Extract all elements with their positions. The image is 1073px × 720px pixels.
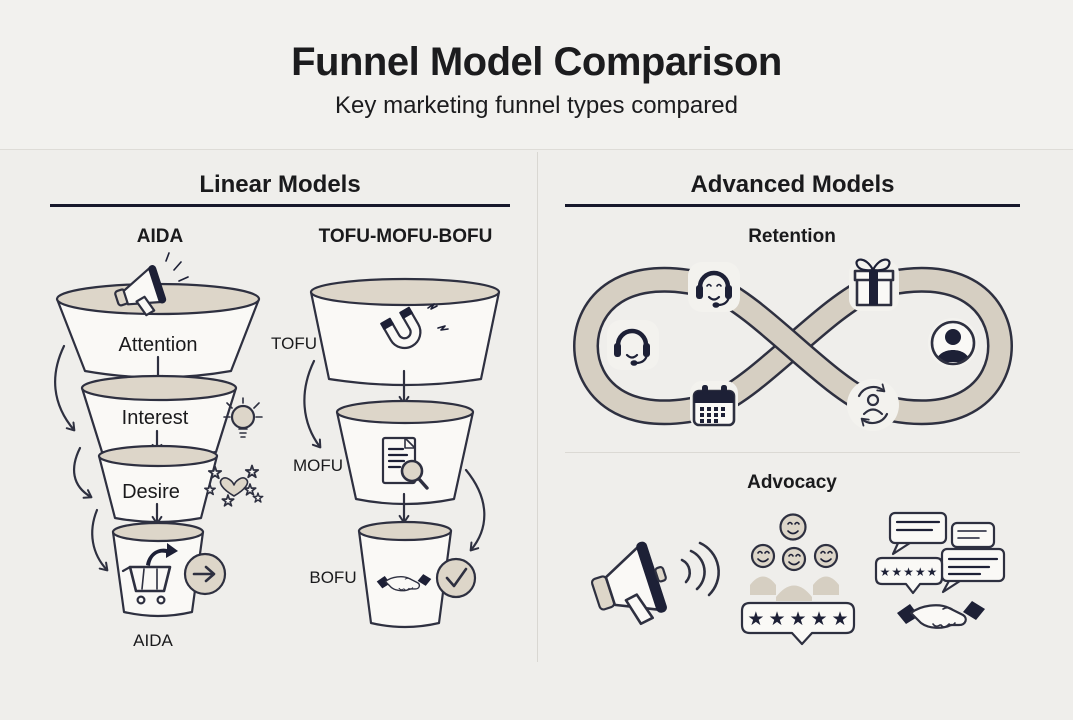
rating-bubble-icon: ★★★★★ [874, 556, 944, 595]
check-circle-icon [435, 557, 477, 599]
advanced-models-underline [565, 204, 1020, 207]
mofu-stage-middle: MOFU [293, 399, 486, 552]
stage-label-desire: Desire [122, 481, 180, 503]
stage-label-tofu: TOFU [271, 334, 317, 353]
linear-models-title: Linear Models [199, 171, 361, 198]
megaphone-icon [590, 541, 720, 626]
calendar-icon [690, 381, 738, 429]
advocacy-heading: Advocacy [747, 472, 837, 493]
aida-flow-arrows [54, 344, 109, 572]
stage-label-attention: Attention [119, 334, 198, 356]
next-step-arrow-icon [183, 552, 227, 596]
page-subtitle: Key marketing funnel types compared [335, 92, 738, 119]
user-icon [928, 318, 978, 368]
review-stars-icon: ★★★★★ [740, 601, 856, 646]
aida-stage-attention: Attention [55, 252, 261, 384]
vertical-divider [537, 152, 538, 662]
heart-stars-icon [205, 466, 263, 506]
bubble-rating-stars-text: ★★★★★ [880, 565, 939, 579]
aida-stage-desire: Desire [97, 444, 263, 525]
lightbulb-icon [223, 397, 263, 438]
aida-stage-interest: Interest [80, 374, 263, 459]
advocacy-divider [565, 452, 1020, 453]
calendar-grid [700, 407, 725, 423]
document-search-icon [381, 436, 429, 490]
stage-label-mofu: MOFU [293, 456, 343, 475]
aida-caption: AIDA [133, 631, 173, 650]
megaphone-icon [114, 252, 189, 317]
retention-heading: Retention [748, 226, 836, 247]
stage-label-bofu: BOFU [309, 568, 356, 587]
linear-models-underline [50, 204, 510, 207]
magnet-icon [380, 303, 449, 350]
handshake-icon [895, 599, 987, 629]
stage-label-interest: Interest [122, 407, 189, 429]
sound-waves-icon [680, 541, 720, 597]
aida-funnel-illustration: Attention Interest Desire [54, 252, 290, 650]
rating-stars-text: ★★★★★ [747, 608, 852, 630]
aida-stage-action [111, 521, 227, 618]
support-agent-icon [688, 262, 740, 312]
header: Funnel Model Comparison Key marketing fu… [0, 0, 1073, 150]
happy-customers-icon [750, 513, 839, 601]
gift-icon [849, 258, 899, 311]
bofu-stage-bottom: BOFU [309, 520, 477, 629]
chat-bubbles-icon: ★★★★★ [874, 511, 1006, 629]
tofu-funnel-illustration: TOFU MOFU [271, 277, 501, 629]
customer-renewal-icon [847, 379, 899, 431]
aida-heading: AIDA [136, 226, 184, 247]
shopping-cart-icon [121, 543, 178, 605]
advanced-models-title: Advanced Models [690, 171, 895, 198]
tofu-heading: TOFU-MOFU-BOFU [318, 226, 493, 247]
page-title: Funnel Model Comparison [291, 40, 782, 84]
retention-loop-illustration [572, 258, 1014, 431]
tofu-stage-top: TOFU [271, 277, 501, 449]
headset-icon [607, 320, 659, 370]
advocacy-illustration: ★★★★★ ★★★★★ [590, 511, 1006, 646]
